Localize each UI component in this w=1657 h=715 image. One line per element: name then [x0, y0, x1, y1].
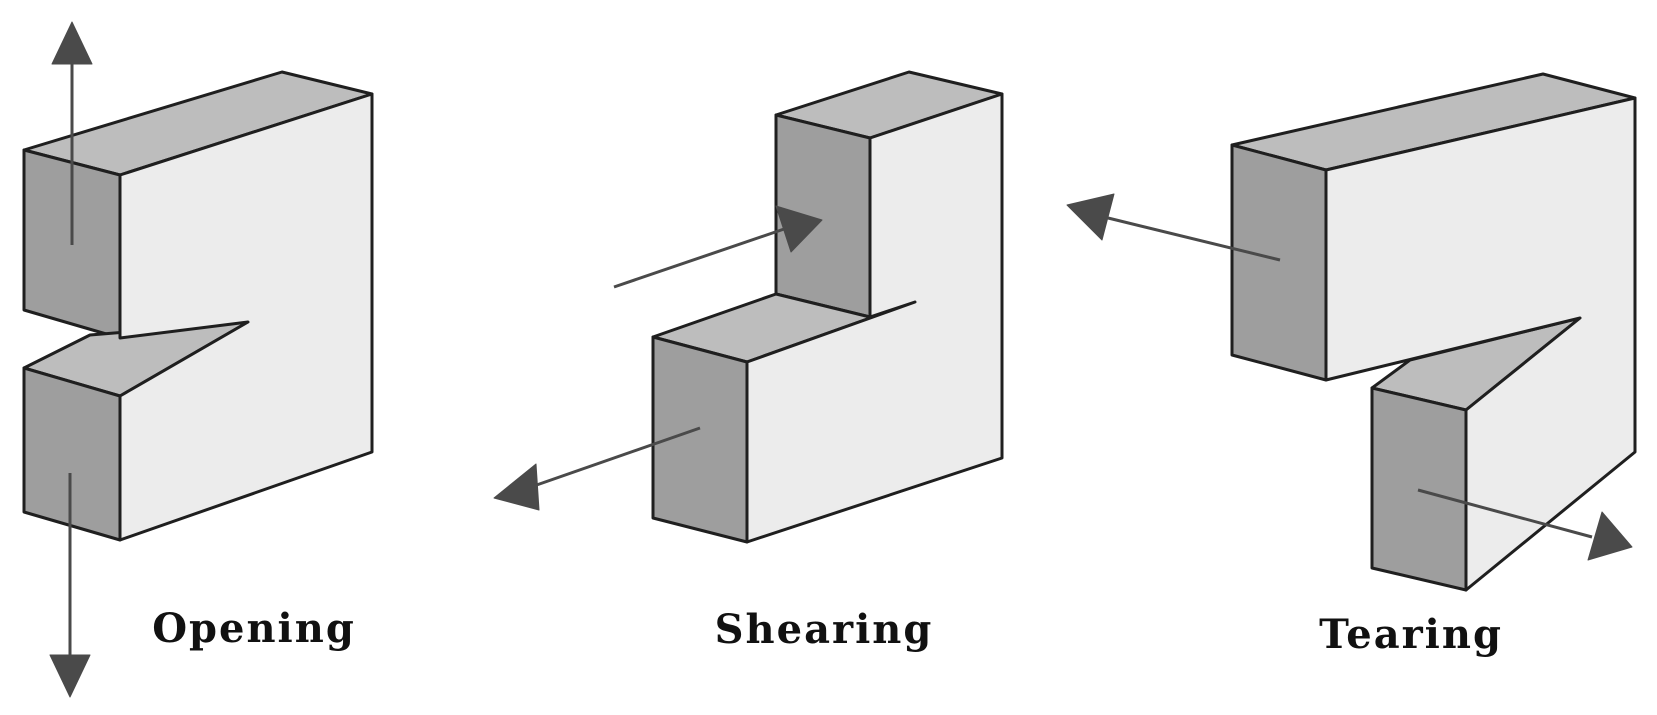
arrow-up-icon	[51, 21, 93, 65]
arrow-down-icon	[49, 654, 91, 698]
opening-label: Opening	[152, 605, 356, 652]
shearing-label: Shearing	[715, 606, 934, 653]
arrow-right-icon	[1587, 511, 1633, 561]
tearing-block	[1230, 72, 1637, 592]
tearing-label: Tearing	[1319, 611, 1503, 658]
tearing-upper-side-face	[1230, 143, 1328, 382]
arrow-left-icon	[1066, 193, 1115, 241]
arrow-right-icon	[775, 205, 823, 253]
opening-front-face	[118, 92, 374, 542]
opening-lower-side-face	[22, 366, 122, 542]
shearing-block	[651, 70, 1004, 544]
shearing-arrow-in	[613, 205, 823, 289]
opening-block	[22, 70, 374, 542]
tearing-arrow-right	[1417, 488, 1633, 561]
tearing-arrow-left	[1066, 193, 1281, 262]
tearing-front-face	[1324, 96, 1637, 592]
opening-arrow-down	[49, 473, 91, 698]
shearing-front-face	[745, 92, 1004, 544]
arrow-left-icon	[493, 463, 540, 511]
opening-arrow-up	[51, 21, 93, 245]
shearing-arrow-out	[493, 426, 701, 511]
